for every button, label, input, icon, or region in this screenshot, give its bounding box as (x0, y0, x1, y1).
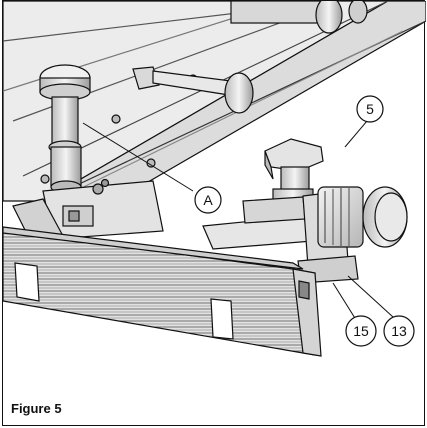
finned-profile (3, 226, 322, 357)
callout-15: 15 (345, 315, 377, 347)
svg-text:A: A (203, 192, 213, 208)
callout-5: 5 (356, 95, 384, 123)
technical-drawing: A 5 15 13 (3, 1, 426, 357)
leader-lines (82, 120, 394, 324)
callout-13: 13 (383, 315, 415, 347)
svg-text:15: 15 (353, 323, 369, 339)
cross-bolt (132, 66, 254, 114)
callout-a: A (194, 186, 222, 214)
svg-text:13: 13 (391, 323, 407, 339)
top-rear-knobs (230, 1, 368, 34)
svg-text:5: 5 (366, 101, 374, 117)
micrometer-dial (317, 186, 408, 248)
knob-a (39, 64, 91, 194)
figure-caption: Figure 5 (11, 401, 62, 416)
